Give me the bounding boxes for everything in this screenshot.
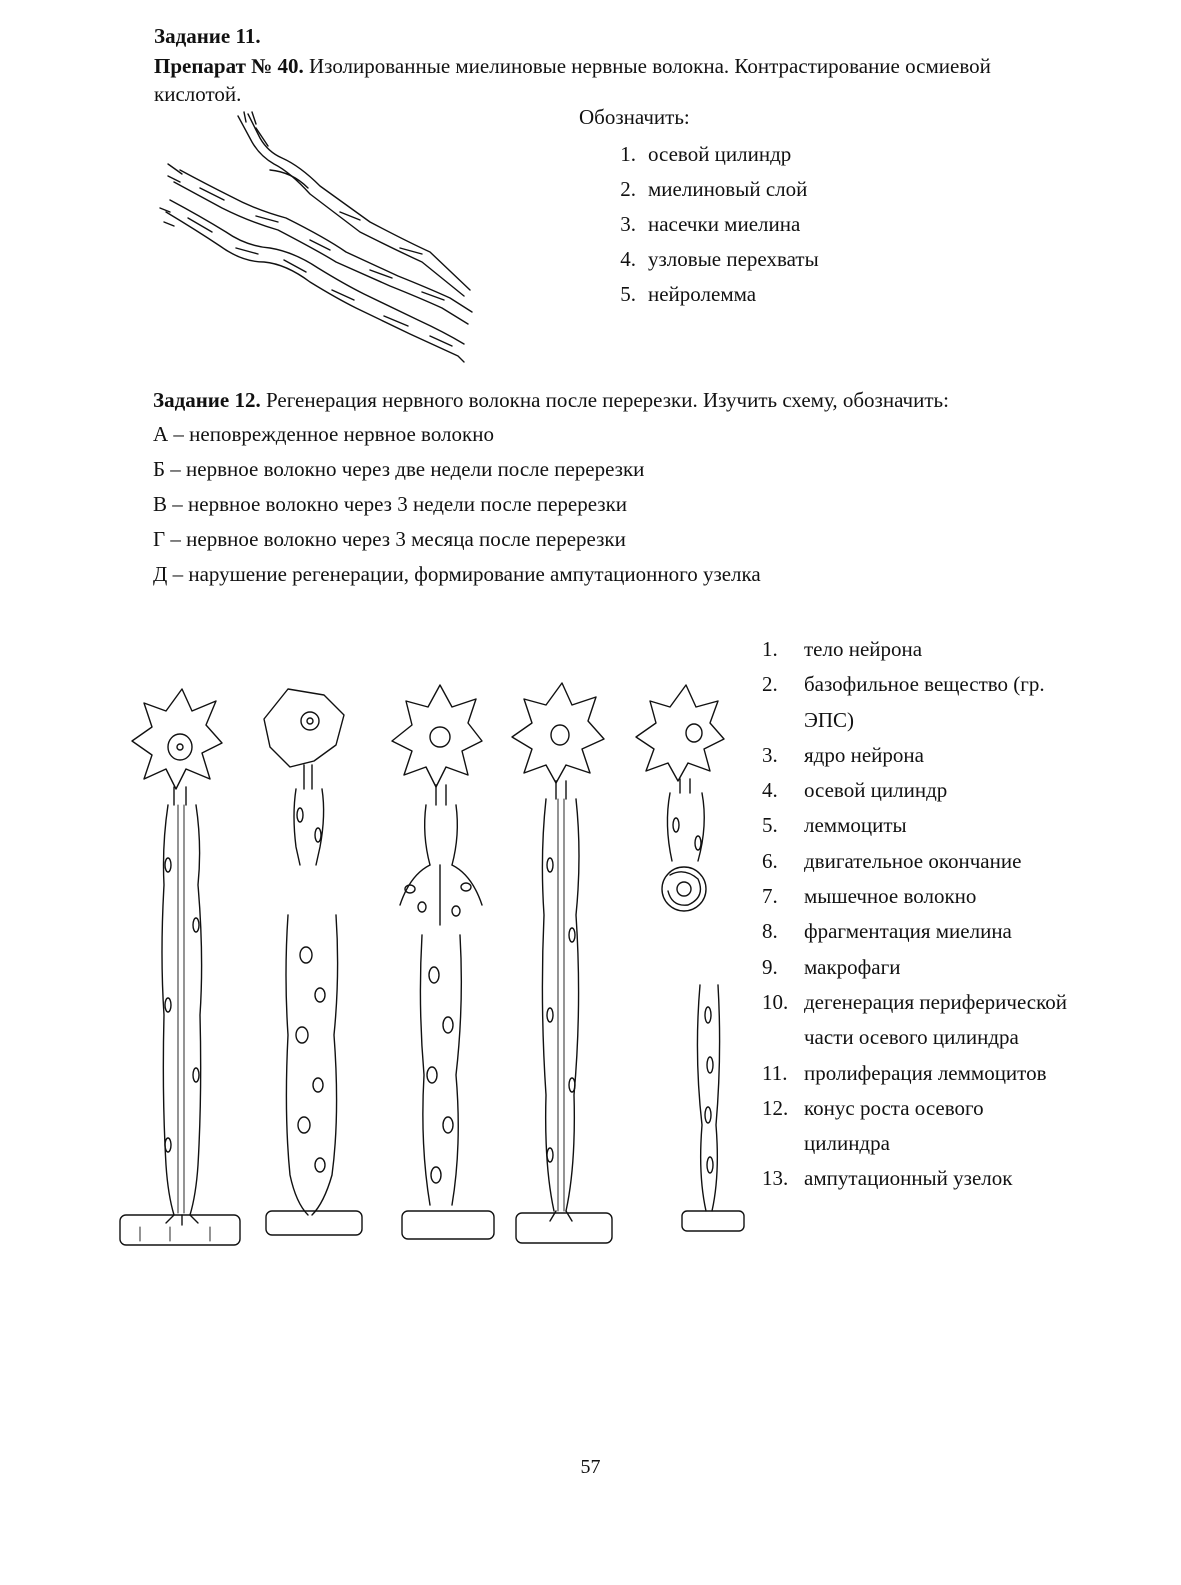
task12-text: Регенерация нервного волокна после перер… (266, 388, 949, 412)
neuron-nucleus (551, 725, 569, 745)
item-number: 10. (762, 985, 804, 1056)
item-number: 2. (598, 175, 648, 210)
stage-item: Б – нервное волокно через две недели пос… (153, 455, 761, 490)
item-number: 3. (762, 738, 804, 773)
neuron-nucleus (301, 712, 319, 730)
stage-item: Г – нервное волокно через 3 месяца после… (153, 525, 761, 560)
list-item: 12.конус роста осевого цилиндра (762, 1091, 1074, 1162)
item-text: осевой цилиндр (648, 140, 791, 175)
regeneration-scheme (110, 675, 760, 1260)
item-text: тело нейрона (804, 632, 1074, 667)
fiber-a-intact (120, 689, 240, 1245)
muscle-fiber (402, 1211, 494, 1239)
item-text: базофильное вещество (гр. ЭПС) (804, 667, 1074, 738)
item-number: 2. (762, 667, 804, 738)
fiber-d-three-months (512, 683, 612, 1243)
stage-item: А – неповрежденное нервное волокно (153, 420, 761, 455)
list-item: 5.нейролемма (598, 280, 819, 315)
neuron-body (132, 689, 222, 789)
list-item: 7.мышечное волокно (762, 879, 1074, 914)
list-item: 1.осевой цилиндр (598, 140, 819, 175)
item-number: 1. (598, 140, 648, 175)
motor-ending (166, 1215, 198, 1225)
task11-title: Задание 11. (154, 24, 261, 49)
list-item: 2.базофильное вещество (гр. ЭПС) (762, 667, 1074, 738)
item-text: фрагментация миелина (804, 914, 1074, 949)
item-text: узловые перехваты (648, 245, 819, 280)
neuron-body (392, 685, 482, 787)
list-item: 2.миелиновый слой (598, 175, 819, 210)
item-text: конус роста осевого цилиндра (804, 1091, 1074, 1162)
item-text: миелиновый слой (648, 175, 807, 210)
degenerating-segment (286, 915, 338, 1215)
amputation-neuroma (662, 867, 706, 911)
muscle-fiber (516, 1213, 612, 1243)
item-text: ядро нейрона (804, 738, 1074, 773)
list-item: 6.двигательное окончание (762, 844, 1074, 879)
item-number: 4. (762, 773, 804, 808)
page-number: 57 (0, 1456, 1181, 1479)
stage-item: В – нервное волокно через 3 недели после… (153, 490, 761, 525)
item-number: 9. (762, 950, 804, 985)
task12-label-list: 1.тело нейрона 2.базофильное вещество (г… (762, 632, 1074, 1197)
fiber-sheath (162, 805, 202, 1215)
fiber-c-three-weeks (392, 685, 494, 1239)
neuron-nucleus (168, 734, 192, 760)
list-item: 3.ядро нейрона (762, 738, 1074, 773)
list-item: 3.насечки миелина (598, 210, 819, 245)
item-text: ампутационный узелок (804, 1161, 1074, 1196)
neuron-body (512, 683, 604, 783)
item-text: насечки миелина (648, 210, 800, 245)
list-item: 1.тело нейрона (762, 632, 1074, 667)
item-text: макрофаги (804, 950, 1074, 985)
list-item: 11.пролиферация леммоцитов (762, 1056, 1074, 1091)
item-number: 11. (762, 1056, 804, 1091)
item-number: 13. (762, 1161, 804, 1196)
list-item: 13.ампутационный узелок (762, 1161, 1074, 1196)
item-text: осевой цилиндр (804, 773, 1074, 808)
growth-cone (400, 865, 482, 925)
fiber-b-two-weeks (264, 689, 362, 1235)
item-text: двигательное окончание (804, 844, 1074, 879)
item-number: 7. (762, 879, 804, 914)
muscle-fiber (120, 1215, 240, 1245)
list-item: 9.макрофаги (762, 950, 1074, 985)
neuron-nucleus (686, 724, 702, 742)
item-number: 1. (762, 632, 804, 667)
neuron-body (636, 685, 724, 781)
list-item: 5.леммоциты (762, 808, 1074, 843)
stage-item: Д – нарушение регенерации, формирование … (153, 560, 761, 595)
neuron-nucleus (430, 727, 450, 747)
item-text: нейролемма (648, 280, 756, 315)
task12-title: Задание 12. (153, 388, 261, 412)
item-number: 6. (762, 844, 804, 879)
item-text: пролиферация леммоцитов (804, 1056, 1074, 1091)
list-item: 8.фрагментация миелина (762, 914, 1074, 949)
task11-preparation: Препарат № 40. Изолированные миелиновые … (154, 52, 1054, 108)
fiber-upper (238, 112, 470, 296)
item-number: 12. (762, 1091, 804, 1162)
list-item: 4.осевой цилиндр (762, 773, 1074, 808)
task12-stage-list: А – неповрежденное нервное волокно Б – н… (153, 420, 761, 595)
item-number: 5. (598, 280, 648, 315)
item-number: 3. (598, 210, 648, 245)
muscle-fiber (682, 1211, 744, 1231)
item-number: 8. (762, 914, 804, 949)
fiber-e-amputation-neuroma (636, 685, 744, 1231)
task11-mark-label: Обозначить: (579, 105, 690, 130)
item-number: 5. (762, 808, 804, 843)
muscle-fiber (266, 1211, 362, 1235)
fiber-lower (160, 200, 464, 362)
fiber-middle (168, 164, 472, 324)
myelinated-fibers-illustration (160, 112, 480, 372)
task12-heading: Задание 12. Регенерация нервного волокна… (153, 386, 1073, 414)
list-item: 4.узловые перехваты (598, 245, 819, 280)
task11-prep-label: Препарат № 40. (154, 54, 304, 78)
task11-label-list: 1.осевой цилиндр 2.миелиновый слой 3.нас… (598, 140, 819, 315)
item-text: мышечное волокно (804, 879, 1074, 914)
item-number: 4. (598, 245, 648, 280)
item-text: дегенерация периферической части осевого… (804, 985, 1074, 1056)
list-item: 10.дегенерация периферической части осев… (762, 985, 1074, 1056)
item-text: леммоциты (804, 808, 1074, 843)
